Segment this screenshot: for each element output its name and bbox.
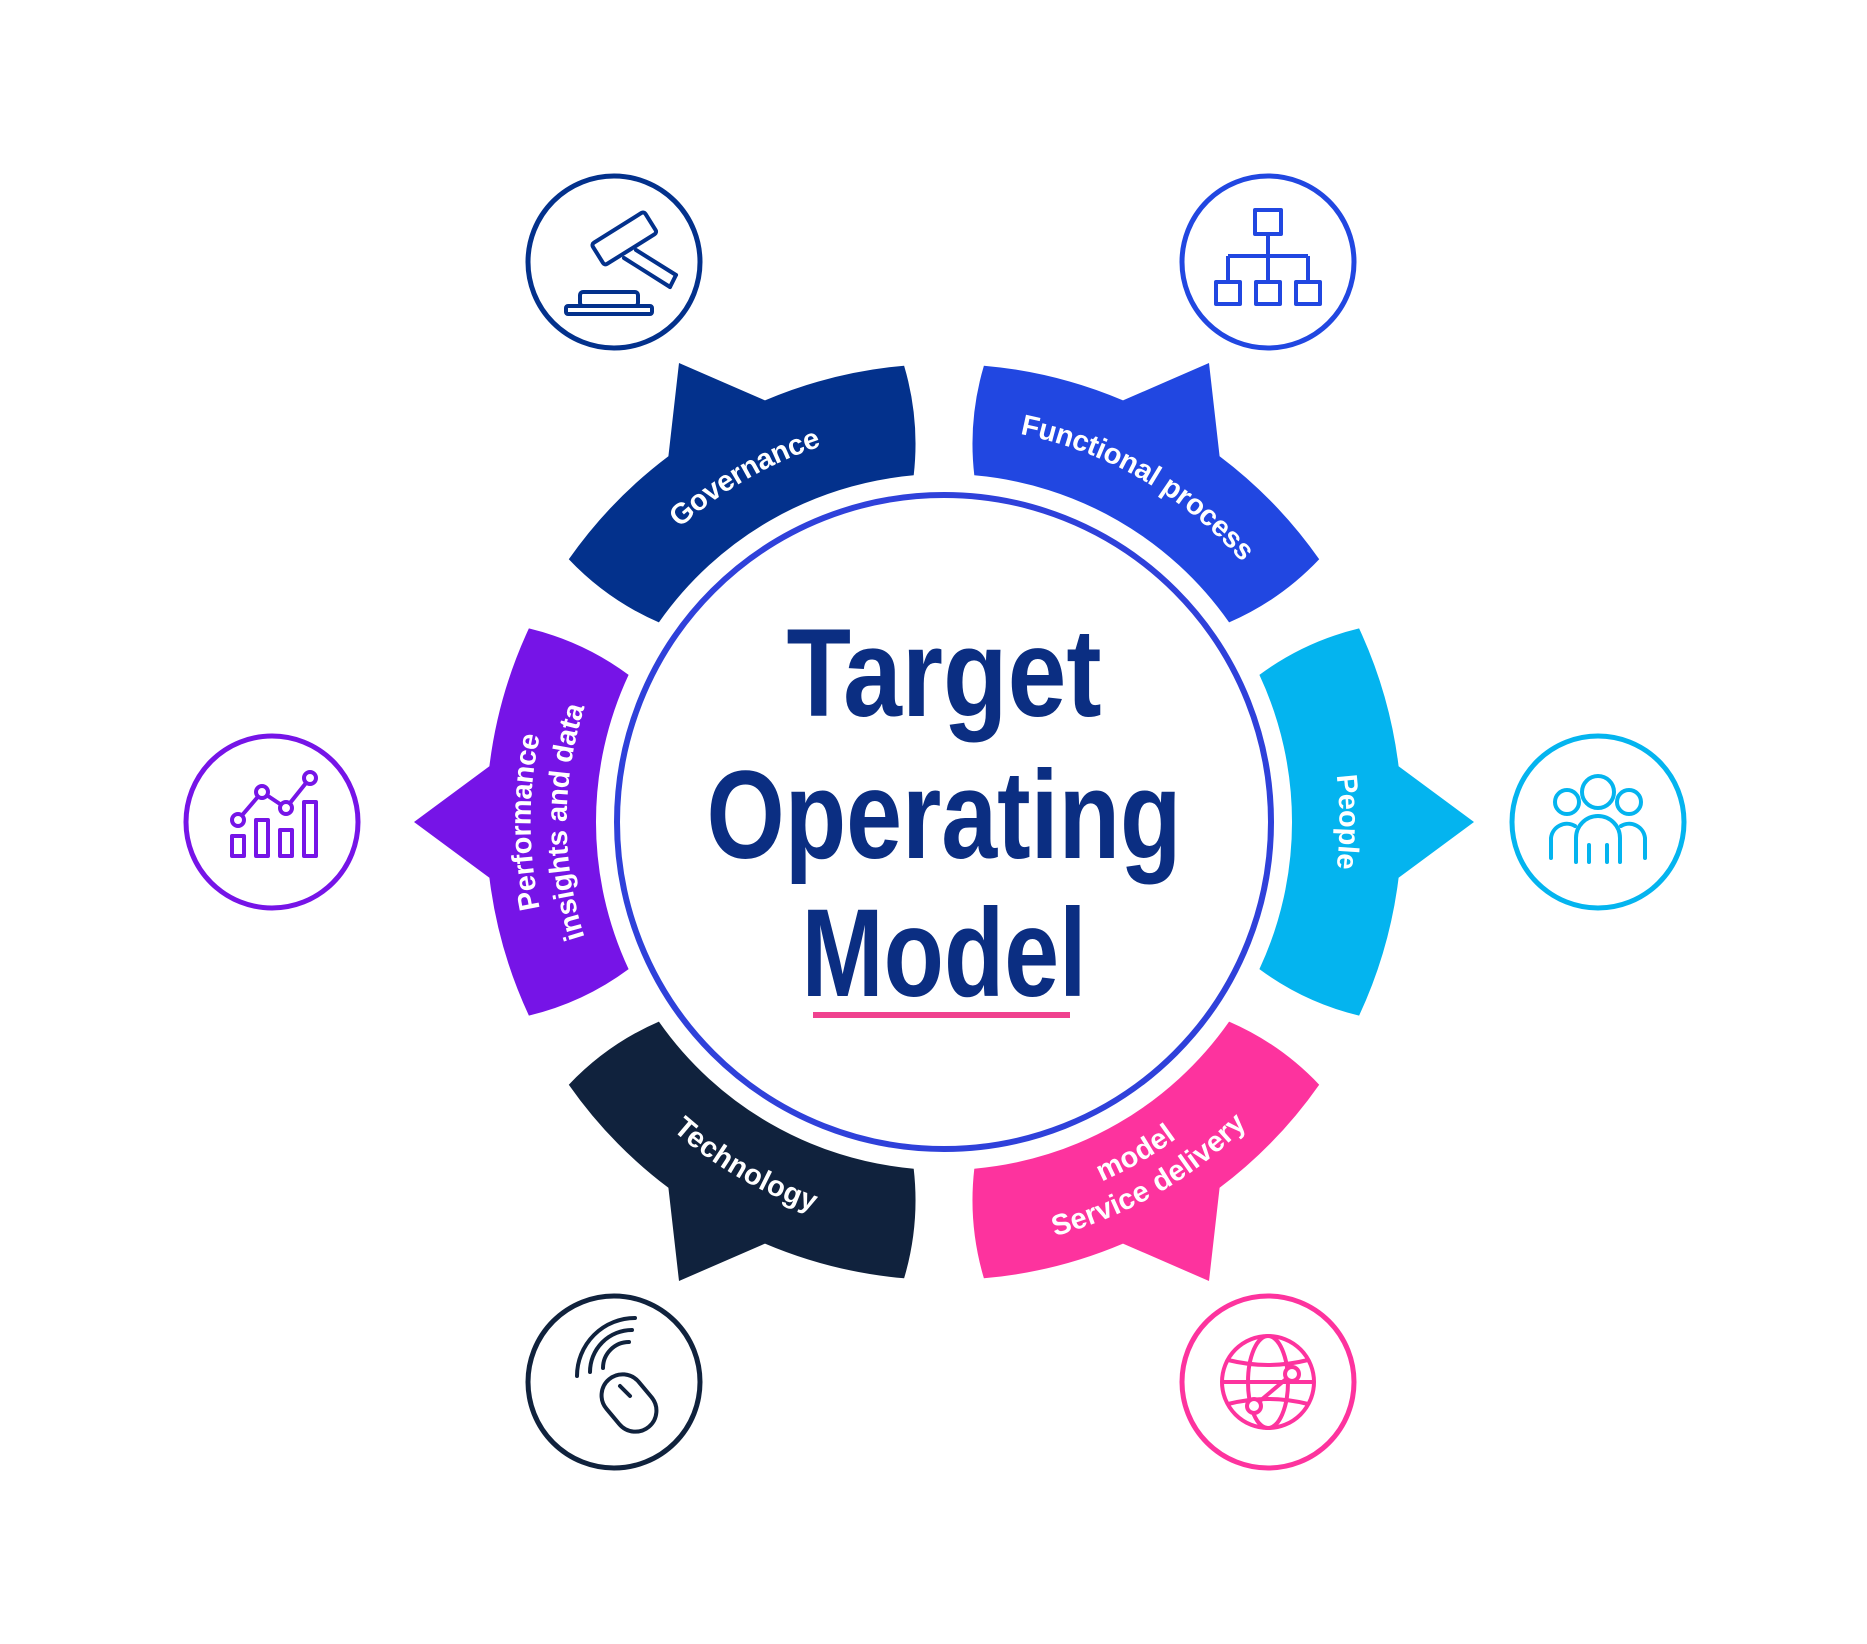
segment-shape [972,363,1320,623]
org-chart-icon [1214,208,1322,306]
segment-performance-insights-and-data: Performanceinsights and data [414,628,629,1016]
people-group-icon [1549,774,1647,864]
icon-badge-people [1509,733,1687,911]
segment-shape [414,628,629,1016]
segment-people: People [1259,628,1474,1016]
segment-shape [1259,628,1474,1016]
mouse-wireless-icon [575,1316,659,1434]
globe-network-icon [1220,1334,1316,1430]
icon-badge-technology [525,1293,703,1471]
segment-label-line: People [1330,773,1365,871]
title-underline [813,1012,1070,1018]
segment-label: People [1330,773,1365,871]
icon-badge-service-delivery-model [1179,1293,1357,1471]
segment-shape [568,1021,916,1281]
bar-line-chart-icon [230,770,318,858]
title-line-1: Target [787,604,1102,743]
title-line-3: Model [802,884,1087,1023]
icon-badge-functional-process [1179,173,1357,351]
title-line-2: Operating [707,746,1182,885]
page-title: Target Operating Model [707,604,1182,1023]
icon-badge-governance [525,173,703,351]
center-ring [614,492,1274,1152]
segment-shape [972,1021,1320,1281]
gavel-icon [564,210,678,316]
segment-shape [568,363,916,623]
icon-badge-performance-insights-and-data [183,733,361,911]
